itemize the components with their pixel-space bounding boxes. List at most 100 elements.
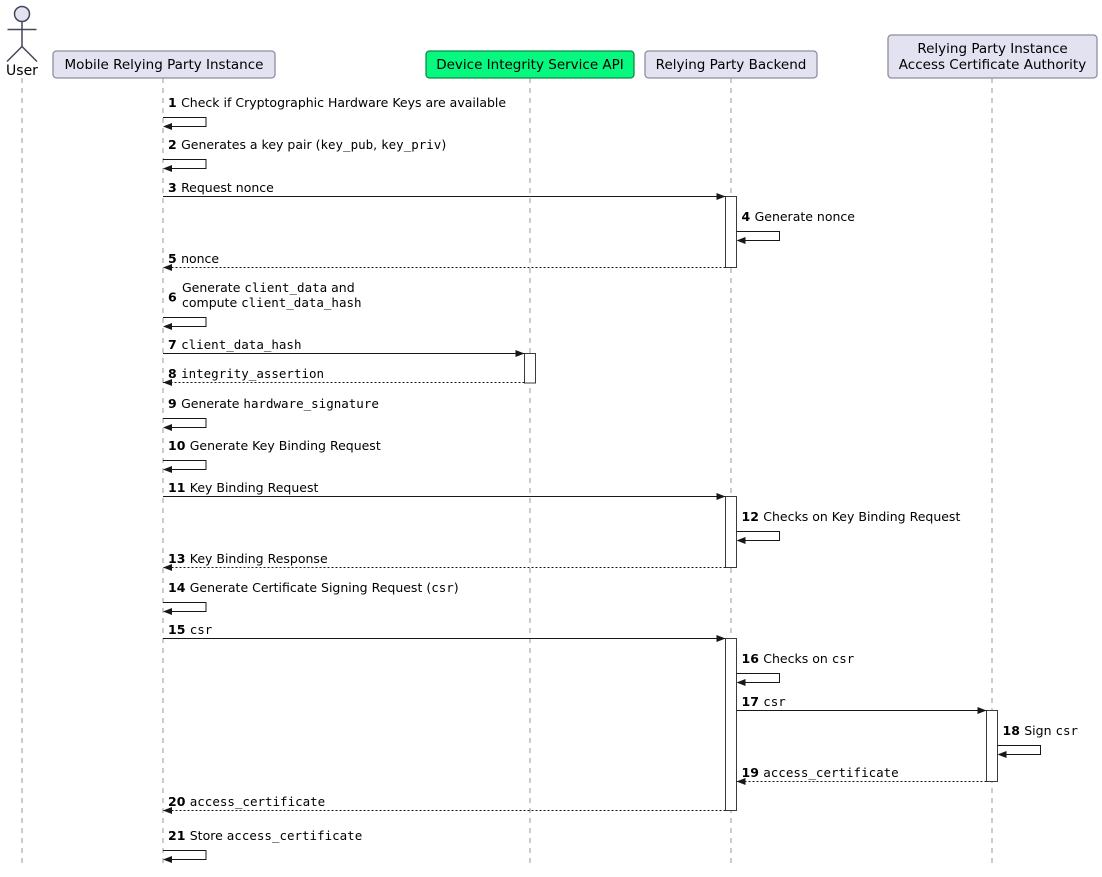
- message-19: 19 access_certificate: [736, 765, 987, 785]
- message-19-label: 19 access_certificate: [742, 765, 899, 780]
- message-1: 1 Check if Cryptographic Hardware Keys a…: [163, 95, 506, 130]
- message-4-arrowhead-icon: [736, 237, 746, 244]
- participant-label-relying-party-instance-access-certificate-authority: Relying Party Instance: [917, 41, 1067, 57]
- participant-box-relying-party-instance-access-certificate-authority: [887, 34, 1098, 79]
- message-20-arrowhead-icon: [163, 807, 172, 814]
- activation-bar-device-integrity-service-api-2: [524, 353, 536, 384]
- message-12-arrowhead-icon: [736, 537, 746, 544]
- message-16-self-arrow: [736, 673, 780, 683]
- message-12-self-arrow: [736, 531, 780, 541]
- message-10-arrowhead-icon: [163, 466, 172, 473]
- participant-box-device-integrity-service-api: [425, 50, 635, 79]
- message-6-arrowhead-icon: [163, 323, 172, 330]
- message-2-self-arrow: [163, 159, 207, 169]
- participant-user: User: [6, 5, 38, 79]
- participant-label-device-integrity-service-api: Device Integrity Service API: [436, 57, 624, 73]
- message-6-self-arrow: [163, 317, 207, 327]
- message-20-label: 20 access_certificate: [168, 794, 325, 809]
- participant-mobile-relying-party-instance: Mobile Relying Party Instance: [52, 50, 276, 79]
- actor-figure-icon: [6, 21, 38, 63]
- message-15-label: 15 csr: [168, 622, 213, 637]
- message-5-arrowhead-icon: [163, 264, 172, 271]
- message-17: 17 csr: [736, 694, 987, 714]
- message-6-number: 6: [168, 290, 177, 305]
- participant-box-relying-party-backend: [644, 50, 818, 79]
- message-18-label: 18 Sign csr: [1003, 723, 1079, 738]
- actor-head-icon: [13, 5, 31, 23]
- message-3: 3 Request nonce: [163, 180, 726, 200]
- message-11-label: 11 Key Binding Request: [168, 480, 318, 495]
- message-14-arrowhead-icon: [163, 608, 172, 615]
- activation-bar-relying-party-backend-3: [725, 496, 737, 568]
- message-7: 7 client_data_hash: [163, 337, 525, 357]
- message-4-label: 4 Generate nonce: [742, 209, 856, 224]
- message-10: 10 Generate Key Binding Request: [163, 438, 381, 473]
- activation-bar-relying-party-backend-1: [725, 196, 737, 268]
- message-4-self-arrow: [736, 231, 780, 241]
- message-15: 15 csr: [163, 622, 726, 642]
- message-16-arrowhead-icon: [736, 679, 746, 686]
- participant-relying-party-backend: Relying Party Backend: [644, 50, 818, 79]
- messages-layer: 1 Check if Cryptographic Hardware Keys a…: [163, 95, 1079, 863]
- message-1-self-arrow: [163, 117, 207, 127]
- message-4: 4 Generate nonce: [736, 209, 856, 244]
- message-21: 21 Store access_certificate: [163, 828, 362, 863]
- participants-layer: User Mobile Relying Party Instance Device …: [6, 5, 1098, 79]
- message-21-self-arrow: [163, 850, 207, 860]
- message-16: 16 Checks on csr: [736, 651, 855, 686]
- message-15-arrowhead-icon: [716, 635, 726, 642]
- message-11: 11 Key Binding Request: [163, 480, 726, 500]
- message-9: 9 Generate hardware_signature: [163, 396, 379, 431]
- participant-label-user: User: [6, 63, 38, 79]
- message-18-arrowhead-icon: [997, 751, 1007, 758]
- message-2-arrowhead-icon: [163, 165, 172, 172]
- message-14: 14 Generate Certificate Signing Request …: [163, 580, 459, 615]
- message-12-label: 12 Checks on Key Binding Request: [742, 509, 961, 524]
- message-18-self-arrow: [997, 745, 1041, 755]
- message-13: 13 Key Binding Response: [163, 551, 726, 571]
- message-5: 5 nonce: [163, 251, 726, 271]
- activation-bar-relying-party-backend-4: [725, 638, 737, 811]
- message-14-label: 14 Generate Certificate Signing Request …: [168, 580, 459, 595]
- message-21-label: 21 Store access_certificate: [168, 828, 362, 843]
- message-6-label-line-1: Generate client_data and: [182, 280, 355, 295]
- message-7-arrowhead-icon: [515, 350, 525, 357]
- message-7-label: 7 client_data_hash: [168, 337, 301, 352]
- message-5-label: 5 nonce: [168, 251, 219, 266]
- message-3-label: 3 Request nonce: [168, 180, 274, 195]
- message-20: 20 access_certificate: [163, 794, 726, 814]
- participant-device-integrity-service-api: Device Integrity Service API: [425, 50, 635, 79]
- activations-layer: [524, 196, 998, 811]
- message-12: 12 Checks on Key Binding Request: [736, 509, 961, 544]
- message-10-self-arrow: [163, 460, 207, 470]
- message-16-label: 16 Checks on csr: [742, 651, 855, 666]
- message-13-label: 13 Key Binding Response: [168, 551, 328, 566]
- activation-bar-relying-party-instance-access-certificate-authority-5: [986, 710, 998, 782]
- message-17-label: 17 csr: [742, 694, 787, 709]
- message-9-label: 9 Generate hardware_signature: [168, 396, 379, 411]
- message-9-arrowhead-icon: [163, 424, 172, 431]
- message-10-label: 10 Generate Key Binding Request: [168, 438, 381, 453]
- message-2: 2 Generates a key pair (key_pub, key_pri…: [163, 137, 446, 172]
- message-6-label-line-2: compute client_data_hash: [182, 295, 362, 310]
- message-1-arrowhead-icon: [163, 123, 172, 130]
- message-9-self-arrow: [163, 418, 207, 428]
- message-8: 8 integrity_assertion: [163, 366, 525, 386]
- message-13-arrowhead-icon: [163, 564, 172, 571]
- message-3-arrowhead-icon: [716, 193, 726, 200]
- message-1-label: 1 Check if Cryptographic Hardware Keys a…: [168, 95, 506, 110]
- message-17-arrowhead-icon: [977, 707, 987, 714]
- participant-label-mobile-relying-party-instance: Mobile Relying Party Instance: [65, 57, 264, 73]
- message-19-arrowhead-icon: [736, 778, 746, 785]
- participant-label-relying-party-backend: Relying Party Backend: [656, 57, 807, 73]
- participant-label-relying-party-instance-access-certificate-authority: Access Certificate Authority: [899, 57, 1086, 73]
- message-2-label: 2 Generates a key pair (key_pub, key_pri…: [168, 137, 446, 152]
- message-11-arrowhead-icon: [716, 493, 726, 500]
- message-8-arrowhead-icon: [163, 379, 172, 386]
- message-21-arrowhead-icon: [163, 856, 172, 863]
- participant-box-mobile-relying-party-instance: [52, 50, 276, 79]
